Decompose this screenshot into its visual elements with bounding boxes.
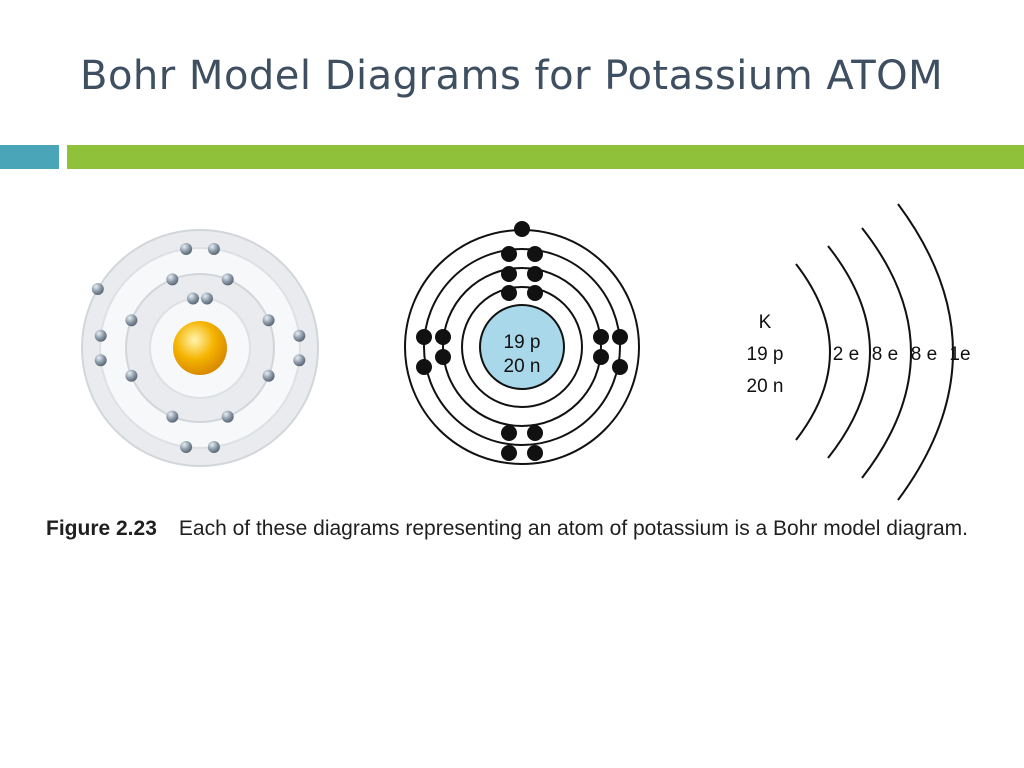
nucleus-protons-label: 19 p bbox=[504, 332, 541, 353]
electron-3d bbox=[293, 354, 306, 367]
caption-text: Each of these diagrams representing an a… bbox=[178, 517, 968, 540]
shell-label-2: 8 e bbox=[872, 344, 898, 365]
electron-3d bbox=[187, 292, 199, 305]
shell-label-1: 2 e bbox=[833, 344, 859, 365]
nucleus-flat bbox=[479, 304, 565, 390]
electron-flat-shell-1 bbox=[527, 285, 543, 301]
electron-flat-shell-2 bbox=[435, 349, 451, 365]
electron-flat-shell-3 bbox=[416, 359, 432, 375]
electron-3d bbox=[94, 329, 107, 342]
electron-3d bbox=[125, 314, 138, 327]
electron-flat-shell-2 bbox=[593, 329, 609, 345]
arc-neutrons-label: 20 n bbox=[747, 376, 784, 397]
shell-label-3: 8 e bbox=[911, 344, 937, 365]
electron-flat-shell-2 bbox=[527, 266, 543, 282]
electron-3d bbox=[221, 273, 234, 286]
figure-caption: Figure 2.23 Each of these diagrams repres… bbox=[46, 517, 1016, 541]
element-symbol: K bbox=[759, 312, 772, 333]
electron-3d bbox=[262, 369, 275, 382]
electron-flat-shell-2 bbox=[527, 425, 543, 441]
electron-3d bbox=[201, 292, 213, 305]
bohr-model-arcs: K 19 p 20 n 2 e 8 e 8 e 1e bbox=[747, 203, 971, 501]
figure-label: Figure 2.23 bbox=[46, 517, 157, 540]
electron-flat-shell-3 bbox=[527, 445, 543, 461]
arc-shell-4 bbox=[897, 203, 954, 501]
bohr-model-flat: 19 p 20 n bbox=[404, 221, 640, 465]
electron-3d bbox=[94, 354, 107, 367]
nucleus bbox=[173, 321, 227, 375]
accent-bar-green bbox=[67, 145, 1024, 169]
electron-flat-shell-4 bbox=[514, 221, 530, 237]
arc-protons-label: 19 p bbox=[747, 344, 784, 365]
electrons-flat bbox=[416, 221, 628, 461]
orbit-3 bbox=[423, 248, 621, 446]
electron-flat-shell-3 bbox=[527, 246, 543, 262]
slide-title: Bohr Model Diagrams for Potassium ATOM bbox=[80, 53, 944, 99]
orbit-2 bbox=[442, 267, 602, 427]
electron-flat-shell-3 bbox=[612, 329, 628, 345]
electron-flat-shell-3 bbox=[612, 359, 628, 375]
electron-3d bbox=[207, 441, 220, 453]
arc-shell-1 bbox=[795, 263, 831, 441]
nucleus-neutrons-label: 20 n bbox=[504, 356, 541, 377]
electron-3d bbox=[166, 410, 179, 423]
bohr-model-3d bbox=[81, 229, 319, 467]
accent-bar-teal bbox=[0, 145, 59, 169]
electron-flat-shell-3 bbox=[501, 445, 517, 461]
electron-3d bbox=[91, 283, 104, 295]
electron-flat-shell-3 bbox=[416, 329, 432, 345]
electron-3d bbox=[166, 273, 179, 286]
electron-flat-shell-2 bbox=[501, 425, 517, 441]
arc-shell-2 bbox=[827, 245, 871, 459]
electron-3d bbox=[207, 243, 220, 255]
electron-3d bbox=[180, 441, 193, 453]
electron-3d bbox=[180, 243, 193, 255]
electron-flat-shell-2 bbox=[501, 266, 517, 282]
electron-flat-shell-2 bbox=[435, 329, 451, 345]
electron-flat-shell-2 bbox=[593, 349, 609, 365]
arc-shell-3 bbox=[861, 227, 912, 479]
electron-flat-shell-3 bbox=[501, 246, 517, 262]
electron-flat-shell-1 bbox=[501, 285, 517, 301]
orbit-1 bbox=[461, 286, 583, 408]
shell-label-4: 1e bbox=[949, 344, 970, 365]
electron-3d bbox=[293, 329, 306, 342]
electron-3d bbox=[221, 410, 234, 423]
electron-3d bbox=[262, 314, 275, 327]
electrons-3d bbox=[91, 243, 306, 453]
electron-3d bbox=[125, 369, 138, 382]
